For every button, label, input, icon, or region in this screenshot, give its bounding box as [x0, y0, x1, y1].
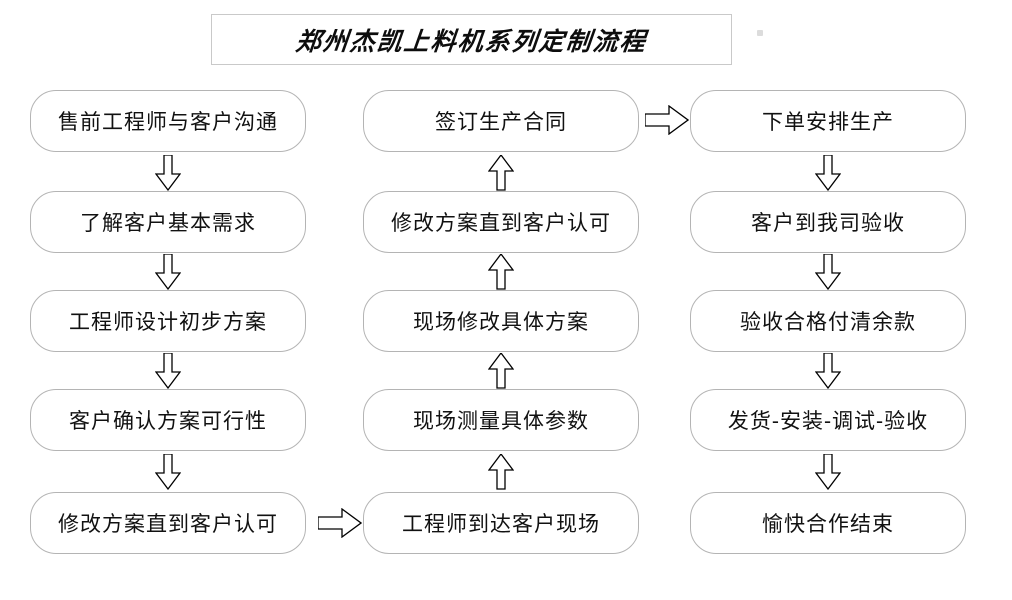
node-label: 客户确认方案可行性 — [69, 409, 267, 433]
arrow-down-icon — [815, 155, 841, 191]
arrow-down-icon — [815, 254, 841, 290]
node-middle-5: 工程师到达客户现场 — [363, 492, 639, 554]
node-middle-2: 修改方案直到客户认可 — [363, 191, 639, 253]
node-label: 了解客户基本需求 — [80, 211, 256, 235]
node-left-2: 了解客户基本需求 — [30, 191, 306, 253]
arrow-up-icon — [488, 254, 514, 290]
node-label: 工程师到达客户现场 — [402, 512, 600, 536]
arrow-down-icon — [155, 155, 181, 191]
chart-title-box: 郑州杰凯上料机系列定制流程 — [211, 14, 732, 65]
arrow-right-icon — [318, 508, 362, 538]
arrow-up-icon — [488, 155, 514, 191]
node-left-1: 售前工程师与客户沟通 — [30, 90, 306, 152]
arrow-down-icon — [815, 454, 841, 490]
node-label: 售前工程师与客户沟通 — [58, 110, 278, 134]
node-label: 现场修改具体方案 — [413, 310, 589, 334]
node-right-4: 发货-安装-调试-验收 — [690, 389, 966, 451]
chart-title: 郑州杰凯上料机系列定制流程 — [294, 26, 649, 56]
node-middle-4: 现场测量具体参数 — [363, 389, 639, 451]
node-label: 客户到我司验收 — [751, 211, 905, 235]
node-left-5: 修改方案直到客户认可 — [30, 492, 306, 554]
node-middle-1: 签订生产合同 — [363, 90, 639, 152]
node-label: 工程师设计初步方案 — [69, 310, 267, 334]
node-right-1: 下单安排生产 — [690, 90, 966, 152]
node-label: 现场测量具体参数 — [413, 409, 589, 433]
node-label: 修改方案直到客户认可 — [58, 512, 278, 536]
node-label: 发货-安装-调试-验收 — [727, 409, 929, 433]
node-label: 下单安排生产 — [762, 110, 894, 134]
arrow-up-icon — [488, 353, 514, 389]
arrow-down-icon — [155, 254, 181, 290]
node-left-3: 工程师设计初步方案 — [30, 290, 306, 352]
stray-artifact — [757, 30, 763, 36]
node-middle-3: 现场修改具体方案 — [363, 290, 639, 352]
node-label: 修改方案直到客户认可 — [391, 211, 611, 235]
node-label: 验收合格付清余款 — [740, 310, 916, 334]
node-label: 签订生产合同 — [435, 110, 567, 134]
node-left-4: 客户确认方案可行性 — [30, 389, 306, 451]
arrow-down-icon — [815, 353, 841, 389]
node-label: 愉快合作结束 — [762, 512, 894, 536]
arrow-down-icon — [155, 454, 181, 490]
node-right-5: 愉快合作结束 — [690, 492, 966, 554]
arrow-right-icon — [645, 105, 689, 135]
node-right-3: 验收合格付清余款 — [690, 290, 966, 352]
arrow-down-icon — [155, 353, 181, 389]
node-right-2: 客户到我司验收 — [690, 191, 966, 253]
arrow-up-icon — [488, 454, 514, 490]
